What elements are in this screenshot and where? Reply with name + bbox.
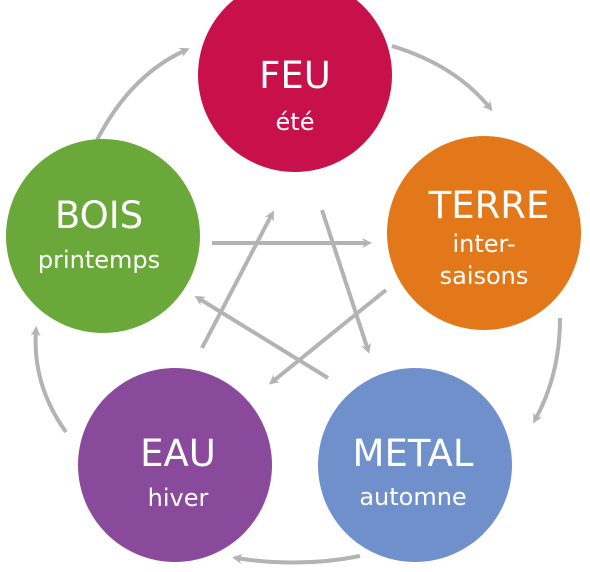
arrow-terre-to-eau bbox=[268, 288, 388, 385]
node-bois: BOIS printemps bbox=[6, 139, 200, 333]
node-metal-name: METAL bbox=[353, 432, 474, 475]
node-feu-name: FEU bbox=[259, 54, 331, 97]
arrow-bois-to-feu bbox=[94, 47, 190, 143]
node-bois-circle bbox=[6, 139, 200, 333]
node-terre-name: TERRE bbox=[428, 184, 550, 227]
node-eau-name: EAU bbox=[140, 432, 216, 475]
node-feu-circle bbox=[198, 0, 392, 172]
node-bois-season: printemps bbox=[38, 246, 160, 274]
arrow-metal-to-bois bbox=[194, 295, 330, 380]
arrow-eau-to-bois bbox=[30, 326, 68, 434]
arrow-feu-to-metal bbox=[320, 209, 371, 354]
node-feu-season: été bbox=[276, 108, 315, 136]
node-terre: TERRE inter- saisons bbox=[387, 136, 581, 330]
node-feu: FEU été bbox=[198, 0, 392, 172]
node-metal: METAL automne bbox=[318, 368, 512, 562]
node-metal-circle bbox=[318, 368, 512, 562]
node-terre-season-line2: saisons bbox=[440, 262, 529, 290]
node-eau: EAU hiver bbox=[78, 368, 272, 562]
arrow-terre-to-metal bbox=[533, 317, 562, 424]
arrow-feu-to-terre bbox=[391, 44, 493, 112]
node-terre-circle bbox=[387, 136, 581, 330]
arrow-eau-to-feu bbox=[200, 210, 274, 349]
arrow-metal-to-eau bbox=[232, 553, 361, 565]
node-terre-season-line1: inter- bbox=[452, 230, 515, 258]
node-bois-name: BOIS bbox=[55, 194, 143, 237]
node-eau-season: hiver bbox=[148, 484, 209, 512]
generating-cycle-arrows bbox=[30, 44, 562, 565]
controlling-cycle-arrows bbox=[194, 209, 388, 385]
node-eau-circle bbox=[78, 368, 272, 562]
node-metal-season: automne bbox=[359, 483, 466, 511]
